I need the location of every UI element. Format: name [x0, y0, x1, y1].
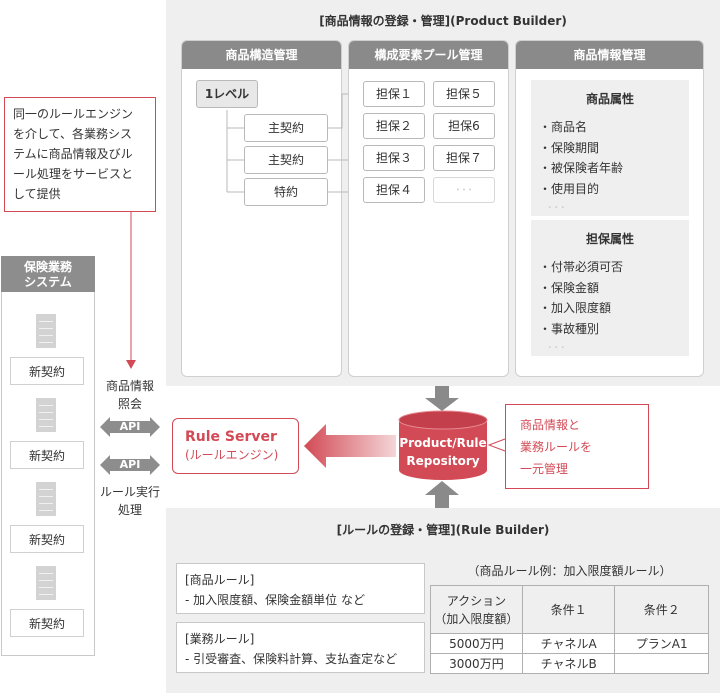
table-row: 5000万円 チャネルA プランA1 — [430, 633, 709, 654]
info-panel-header: 商品情報管理 — [516, 41, 703, 69]
attribute-item: ・被保険者年齢 — [539, 161, 624, 175]
business-rule-title: [業務ルール] — [185, 632, 255, 646]
repository-line: Repository — [406, 454, 480, 468]
repository-cylinder — [398, 410, 488, 480]
new-contract-entry: 新契約 — [10, 609, 84, 637]
api-bottom-label: ルール実行 処理 — [96, 483, 164, 519]
callout-line: 一元管理 — [520, 462, 569, 476]
product-rule-title: [商品ルール] — [185, 573, 255, 587]
repository-label: Product/Rule Repository — [398, 434, 488, 470]
pool-item-more: ･･･ — [433, 177, 495, 203]
pool-item: 担保6 — [433, 113, 495, 139]
rule-builder-title: [ルールの登録・管理](Rule Builder) — [336, 523, 550, 537]
attribute-item: ・商品名 — [539, 120, 588, 134]
callout-line: して提供 — [13, 187, 61, 201]
coverage-attribute-box: 担保属性 ・付帯必須可否 ・保険金額 ・加入限度額 ・事故種別 ･･･ — [531, 220, 689, 356]
api-top-label: 商品情報 照会 — [98, 377, 162, 413]
table-cell: チャネルA — [521, 633, 616, 654]
product-attribute-title: 商品属性 — [585, 92, 634, 106]
coverage-attribute-title: 担保属性 — [585, 232, 634, 246]
rule-example-caption: （商品ルール例：加入限度額ルール） — [467, 564, 672, 578]
product-attribute-box: 商品属性 ・商品名 ・保険期間 ・被保険者年齢 ・使用目的 ･･･ — [531, 80, 689, 216]
tree-node: 特約 — [244, 178, 328, 206]
pool-item: 担保７ — [433, 145, 495, 171]
product-rule-box: [商品ルール] - 加入限度額、保険金額単位 など — [176, 563, 425, 614]
up-arrow — [425, 481, 459, 508]
pool-item: 担保１ — [363, 81, 425, 107]
server-icon — [36, 566, 56, 600]
api-label: API — [110, 459, 150, 471]
pool-item: 担保５ — [433, 81, 495, 107]
tree-node: 主契約 — [244, 146, 328, 174]
callout-line: 商品情報と — [520, 418, 581, 432]
table-row: 3000万円 チャネルB — [430, 653, 709, 674]
api-label-line: ルール実行 — [99, 485, 160, 499]
callout-line: 業務ルールを — [520, 440, 593, 454]
business-rule-box: [業務ルール] - 引受審査、保険料計算、支払査定など — [176, 622, 425, 673]
product-builder-title: [商品情報の登録・管理](Product Builder) — [319, 14, 567, 28]
attribute-item: ・使用目的 — [539, 181, 600, 196]
callout-line: 同一のルールエンジン — [13, 107, 134, 121]
pool-item: 担保４ — [363, 177, 425, 203]
pool-item: 担保２ — [363, 113, 425, 139]
callout-line: テムに商品情報及びル — [13, 147, 133, 161]
callout-line: を介して、各業務シス — [13, 127, 133, 141]
product-rule-desc: - 加入限度額、保険金額単位 など — [185, 593, 365, 607]
table-cell: チャネルB — [521, 653, 616, 674]
server-icon — [36, 482, 56, 516]
insurance-system-header: 保険業務 システム — [1, 256, 95, 292]
table-cell: 5000万円 — [430, 633, 523, 654]
attribute-item: ・加入限度額 — [539, 301, 612, 315]
server-icon — [36, 398, 56, 432]
attribute-more: ･･･ — [547, 341, 567, 354]
system-title-line: システム — [24, 275, 72, 289]
api-label-line: 商品情報 — [105, 379, 154, 393]
down-arrow — [425, 386, 459, 411]
api-label-line: 照会 — [117, 397, 142, 411]
api-label-line: 処理 — [117, 503, 142, 517]
level-node: 1レベル — [196, 80, 258, 108]
left-callout: 同一のルールエンジン を介して、各業務シス テムに商品情報及びル ール処理をサー… — [4, 97, 156, 212]
table-header-row: アクション （加入限度額） 条件１ 条件２ — [430, 585, 709, 634]
right-callout-pointer — [488, 438, 506, 452]
rule-server-subtitle: (ルールエンジン) — [185, 448, 279, 462]
attribute-item: ・付帯必須可否 — [539, 260, 624, 274]
new-contract-entry: 新契約 — [10, 525, 84, 553]
server-icon — [36, 314, 56, 348]
attribute-more: ･･･ — [547, 201, 567, 214]
structure-tree-lines — [226, 110, 244, 193]
attribute-item: ・保険期間 — [539, 140, 600, 155]
repository-to-server-arrow — [304, 424, 396, 468]
repository-line: Product/Rule — [399, 436, 487, 450]
table-cell: プランA1 — [614, 633, 709, 654]
pool-panel-header: 構成要素プール管理 — [349, 41, 508, 69]
table-cell — [614, 653, 709, 674]
right-callout: 商品情報と 業務ルールを 一元管理 — [505, 404, 649, 489]
table-header-cell: 条件２ — [614, 585, 709, 634]
business-rule-desc: - 引受審査、保険料計算、支払査定など — [185, 652, 398, 666]
rule-server-title: Rule Server — [185, 429, 277, 445]
system-title-line: 保険業務 — [23, 260, 72, 274]
new-contract-entry: 新契約 — [10, 357, 84, 385]
table-cell: 3000万円 — [430, 653, 523, 674]
table-header-cell: 条件１ — [521, 585, 616, 634]
attribute-item: ・事故種別 — [539, 321, 600, 336]
structure-panel-header: 商品構造管理 — [182, 41, 341, 69]
table-header-cell: アクション （加入限度額） — [430, 585, 523, 634]
pool-item: 担保３ — [363, 145, 425, 171]
attribute-item: ・保険金額 — [539, 280, 600, 295]
callout-arrow — [126, 212, 136, 369]
rule-server-box: Rule Server (ルールエンジン) — [172, 418, 299, 474]
api-label: API — [110, 421, 150, 433]
rule-example-table: アクション （加入限度額） 条件１ 条件２ 5000万円 チャネルA プランA1… — [430, 585, 709, 674]
tree-node: 主契約 — [244, 114, 328, 142]
new-contract-entry: 新契約 — [10, 441, 84, 469]
callout-line: ール処理をサービスと — [13, 167, 134, 181]
